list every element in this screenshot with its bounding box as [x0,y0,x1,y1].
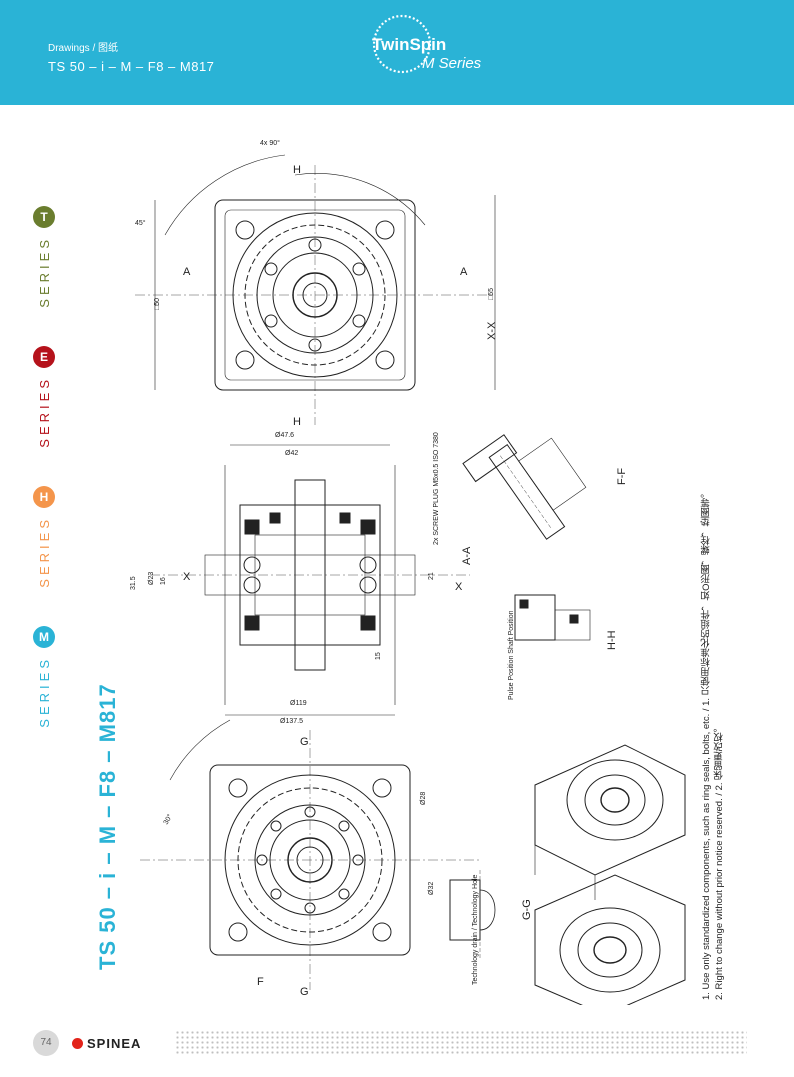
label-hh: H-H [606,630,618,650]
note-2: 2. Right to change without prior notice … [714,722,725,1000]
series-word-e: SERIES [36,376,52,448]
dim-45: 45° [135,219,146,227]
dim-137: Ø137.5 [280,718,303,725]
marker-a: A [460,266,468,278]
marker-x: X [183,571,191,583]
dim-15: 15 [375,652,382,660]
dim-16: 16 [160,577,167,585]
dim-119: Ø119 [290,700,307,707]
series-dot-h: H [33,486,55,508]
view-ff [462,434,587,540]
technical-drawing: X-X A-A F-F H-H G-G A A X X H H G G F 4x… [130,139,686,1005]
label-gg: G-G [521,899,533,920]
screw-plug-note: 2x SCREW PLUG M5x0.5 ISO 7380 [433,432,440,545]
series-dot-m: M [33,626,55,648]
view-hh [514,594,591,641]
view-gg [140,719,480,990]
series-word-t: SERIES [36,236,52,308]
series-dot-e: E [33,346,55,368]
spinea-logo: SPINEA [72,1036,141,1051]
dim-32: Ø32 [428,882,435,895]
page-number: 74 [33,1030,59,1056]
series-word-m: SERIES [36,656,52,728]
isometric-view-bottom [534,874,686,1005]
marker-g-top: G [300,736,309,748]
dim-315: 31.5 [130,576,137,590]
product-code: TS 50 – i – M – F8 – M817 [48,59,215,74]
series-tab-m[interactable]: M SERIES [32,626,56,728]
twinspin-logo: TwinSpin M Series [372,14,482,74]
label-ff: F-F [616,468,628,485]
isometric-view-top [534,744,686,900]
logo-sub: M Series [422,55,482,72]
page-header: Drawings / 图纸 TS 50 – i – M – F8 – M817 … [0,0,794,105]
series-tab-h[interactable]: H SERIES [32,486,56,588]
dim-90: 4x 90° [260,139,280,147]
series-tab-e[interactable]: E SERIES [32,346,56,448]
dim-30: 30° [162,813,174,826]
note-1: 1. Use only standardized components, suc… [701,488,712,1000]
marker-a-left: A [183,266,191,278]
brand-name: SPINEA [87,1036,142,1051]
tech-hole-note: Technology drain / Technology Hole [472,875,479,985]
pulse-shaft-note: Pulse Position Shaft Position [508,610,515,700]
dim-50: □50 [154,298,161,310]
dim-28: Ø28 [420,792,427,805]
label-xx: X-X [486,321,498,340]
logo-main: TwinSpin [372,35,446,54]
view-xx [135,154,496,425]
marker-h-top: H [293,164,301,176]
marker-g-bottom: G [300,986,309,998]
marker-f: F [257,976,264,988]
dim-476: Ø47.6 [275,432,294,439]
series-word-h: SERIES [36,516,52,588]
dim-55: □55 [488,288,495,300]
dim-23: Ø23 [148,572,155,585]
dim-21: 21 [428,572,435,580]
breadcrumb: Drawings / 图纸 [48,43,119,54]
label-aa: A-A [461,546,473,565]
series-tab-t[interactable]: T SERIES [32,206,56,308]
footer-dot-pattern [175,1030,747,1054]
view-aa [150,444,470,716]
dim-42: Ø42 [285,450,298,457]
marker-x-right: X [455,581,463,593]
view-gg-detail [449,870,496,960]
spinea-mark-icon [72,1038,83,1049]
marker-h-bottom: H [293,416,301,428]
notes: 1. Use only standardized components, suc… [700,400,726,1000]
series-dot-t: T [33,206,55,228]
